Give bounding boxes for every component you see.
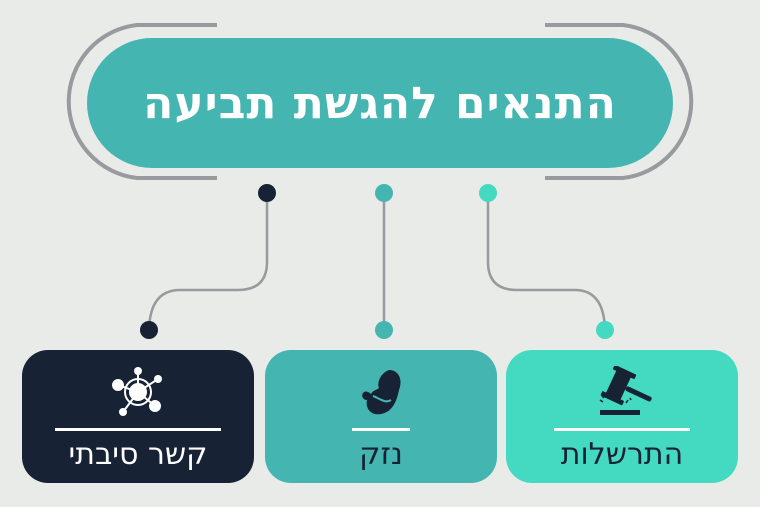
dot-negligence-top: [479, 184, 497, 202]
dot-damage-top: [375, 184, 393, 202]
card-divider: [554, 428, 690, 431]
card-negligence: התרשלות: [506, 350, 738, 483]
left-bracket: [66, 23, 217, 180]
card-label: התרשלות: [560, 437, 684, 472]
gavel-icon: [592, 366, 652, 418]
connector-negligence: [486, 193, 607, 331]
fetus-icon: [351, 366, 411, 418]
page-title: התנאים להגשת תביעה: [143, 77, 617, 129]
dot-negligence-bottom: [596, 321, 614, 339]
card-label: קשר סיבתי: [68, 437, 208, 472]
card-damage: נזק: [265, 350, 497, 483]
card-causation: קשר סיבתי: [22, 350, 254, 483]
title-pill: התנאים להגשת תביעה: [87, 38, 673, 168]
card-label: נזק: [359, 437, 403, 472]
dot-damage-bottom: [375, 321, 393, 339]
card-divider: [352, 428, 410, 431]
right-bracket: [545, 23, 694, 180]
connector-causation: [147, 193, 269, 331]
dot-causation-bottom: [140, 321, 158, 339]
dot-causation-top: [258, 184, 276, 202]
card-divider: [55, 428, 221, 431]
network-hub-icon: [108, 366, 168, 418]
